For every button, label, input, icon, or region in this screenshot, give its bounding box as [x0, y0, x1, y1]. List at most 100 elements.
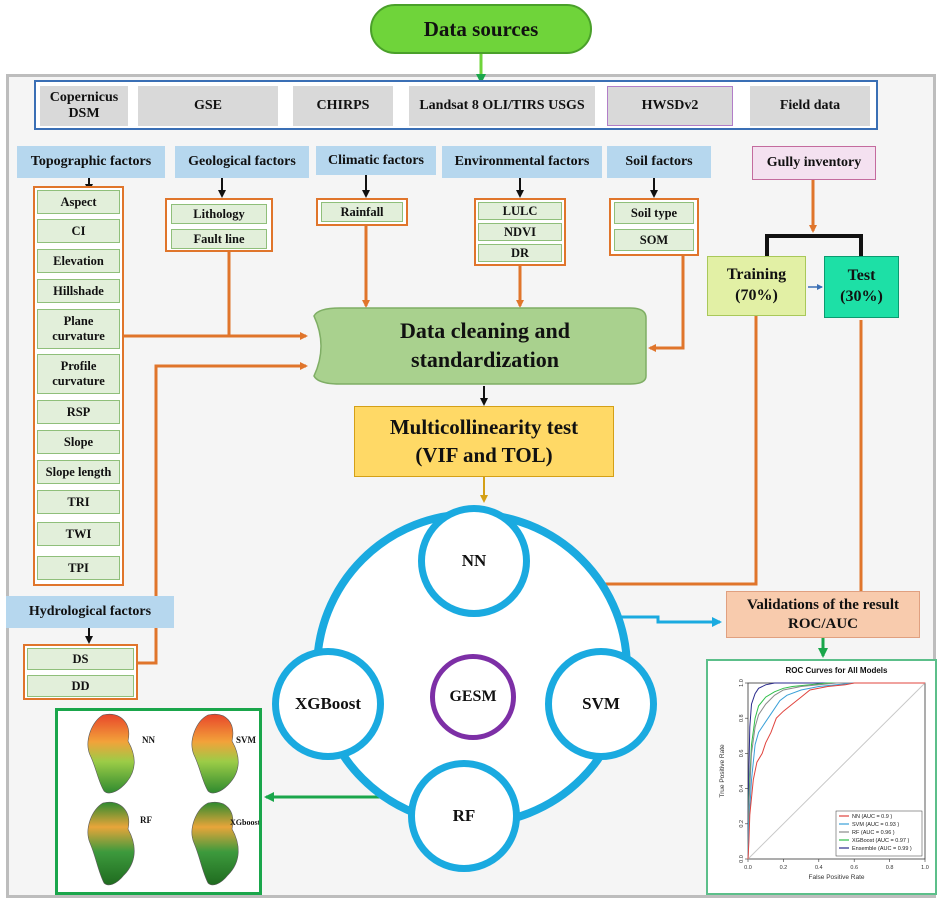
roc-chart: ROC Curves for All Models 0.0 0.2 0.4 0.6 0.8…: [719, 666, 929, 881]
validation-box: Validations of the result ROC/AUC: [726, 591, 920, 638]
factor-tpi: TPI: [37, 556, 120, 580]
map-xgboost: [191, 801, 239, 886]
cleaning-line1: Data cleaning and: [400, 318, 570, 344]
test-box: Test (30%): [824, 256, 899, 318]
factor-slope: Slope: [37, 430, 120, 454]
x-tick-label: 0.6: [850, 865, 858, 871]
legend-label: NN (AUC = 0.9 ): [852, 814, 892, 820]
x-tick-label: 0.4: [815, 865, 823, 871]
map-label-xgboost: XGboost: [230, 818, 259, 827]
x-tick-label: 0.0: [744, 865, 752, 871]
map-label-rf: RF: [140, 815, 152, 825]
factor-hillshade: Hillshade: [37, 279, 120, 303]
factor-ndvi: NDVI: [478, 223, 562, 241]
factor-aspect: Aspect: [37, 190, 120, 214]
y-tick-label: 0.4: [739, 785, 745, 793]
test-pct: (30%): [840, 288, 883, 305]
factor-rainfall: Rainfall: [321, 202, 403, 222]
split-bracket: [765, 234, 863, 256]
roc-ylabel: True Positive Rate: [719, 744, 726, 798]
y-tick-label: 1.0: [739, 679, 745, 687]
y-tick-label: 0.8: [739, 714, 745, 722]
arrow-soil-clean: [648, 240, 685, 352]
map-label-nn: NN: [142, 735, 155, 745]
factor-dd: DD: [27, 675, 134, 697]
soil-header: Soil factors: [607, 146, 711, 178]
roc-title: ROC Curves for All Models: [786, 666, 888, 675]
y-tick-label: 0.6: [739, 750, 745, 758]
legend-label: Ensemble (AUC = 0.99 ): [852, 846, 912, 852]
data-sources-title: Data sources: [370, 4, 592, 54]
y-tick-label: 0.0: [739, 855, 745, 863]
y-tick-label: 0.2: [739, 820, 745, 828]
factor-elevation: Elevation: [37, 249, 120, 273]
source-landsat: Landsat 8 OLI/TIRS USGS: [409, 86, 595, 126]
cleaning-line2: standardization: [411, 347, 559, 372]
data-cleaning-shape: [313, 307, 647, 385]
factor-ci: CI: [37, 219, 120, 243]
map-nn: [87, 713, 135, 794]
map-svm: [191, 713, 239, 794]
roc-series-line: [747, 682, 925, 860]
maps-svg: NN SVM RF XGboost: [87, 713, 261, 886]
training-pct: (70%): [735, 287, 778, 304]
factor-tri: TRI: [37, 490, 120, 514]
source-gse: GSE: [138, 86, 278, 126]
roc-xlabel: False Positive Rate: [809, 874, 865, 881]
geological-header: Geological factors: [175, 146, 309, 178]
training-box: Training (70%): [707, 256, 806, 316]
factor-soil-type: Soil type: [614, 202, 694, 224]
factor-dr: DR: [478, 244, 562, 262]
training-label: Training: [726, 266, 787, 284]
roc-series-line: [747, 682, 925, 860]
multicollinearity-box: Multicollinearity test (VIF and TOL): [354, 406, 614, 477]
factor-lulc: LULC: [478, 202, 562, 220]
factor-plane-curvature: Plane curvature: [37, 309, 120, 349]
legend-label: RF (AUC = 0.96 ): [852, 830, 895, 836]
arrow-models-validation: [616, 615, 722, 627]
environmental-header: Environmental factors: [442, 146, 602, 178]
susceptibility-maps: NN SVM RF XGboost: [55, 708, 262, 895]
model-xgboost: XGBoost: [272, 648, 384, 760]
model-rf: RF: [408, 760, 520, 872]
factor-profile-curvature: Profile curvature: [37, 354, 120, 394]
factor-som: SOM: [614, 229, 694, 251]
roc-legend: [835, 810, 923, 857]
roc-panel: ROC Curves for All Models 0.0 0.2 0.4 0.6 0.8…: [706, 659, 937, 895]
x-tick-label: 1.0: [921, 865, 929, 871]
topographic-header: Topographic factors: [17, 146, 165, 178]
model-svm: SVM: [545, 648, 657, 760]
model-nn: NN: [418, 505, 530, 617]
multicollinearity-line2: (VIF and TOL): [415, 442, 553, 467]
gully-inventory-box: Gully inventory: [752, 146, 876, 180]
climatic-header: Climatic factors: [316, 146, 436, 175]
source-hwsd: HWSDv2: [607, 86, 733, 126]
legend-label: SVM (AUC = 0.93 ): [852, 822, 899, 828]
source-field: Field data: [750, 86, 870, 126]
multicollinearity-line1: Multicollinearity test: [389, 415, 579, 440]
source-copernicus: Copernicus DSM: [40, 86, 128, 126]
factor-ds: DS: [27, 648, 134, 670]
roc-series-line: [747, 682, 925, 860]
validation-line1: Validations of the result: [746, 596, 900, 613]
hydrological-header: Hydrological factors: [6, 596, 174, 628]
legend-label: XGBoost (AUC = 0.97 ): [852, 838, 909, 844]
roc-reference-line: [747, 682, 926, 860]
arrow-hydro-clean: [138, 362, 308, 665]
factor-fault-line: Fault line: [171, 229, 267, 249]
model-gesm: GESM: [430, 654, 516, 740]
data-cleaning-text: Data cleaning and standardization: [320, 310, 650, 382]
map-rf: [87, 801, 135, 886]
x-tick-label: 0.8: [886, 865, 894, 871]
factor-rsp: RSP: [37, 400, 120, 424]
source-chirps: CHIRPS: [293, 86, 393, 126]
test-label: Test: [847, 267, 876, 285]
x-tick-label: 0.2: [780, 865, 788, 871]
roc-series-line: [747, 682, 925, 860]
validation-line2: ROC/AUC: [788, 615, 858, 632]
map-label-svm: SVM: [236, 735, 257, 745]
factor-lithology: Lithology: [171, 204, 267, 224]
arrow-training-models: [584, 313, 758, 588]
factor-twi: TWI: [37, 522, 120, 546]
